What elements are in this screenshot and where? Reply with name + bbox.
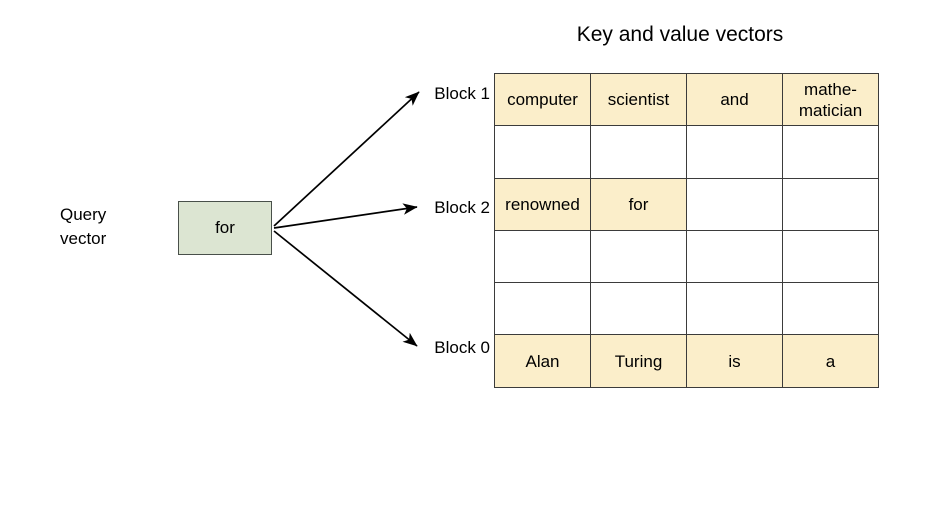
query-vector-box[interactable]: for bbox=[178, 201, 272, 255]
query-vector-value: for bbox=[215, 218, 235, 237]
table-cell[interactable]: scientist bbox=[590, 72, 687, 127]
table-cell[interactable]: computer bbox=[494, 72, 591, 127]
table-cell[interactable]: a bbox=[782, 334, 879, 388]
table-cell[interactable]: mathe-matician bbox=[782, 72, 879, 127]
table-cell[interactable] bbox=[782, 125, 879, 179]
table-cell[interactable] bbox=[590, 125, 687, 179]
table-cell[interactable] bbox=[686, 125, 783, 179]
table-cell-text: a bbox=[825, 351, 836, 371]
table-cell[interactable] bbox=[782, 177, 879, 231]
table-cell-text: renowned bbox=[505, 194, 580, 214]
page-title: Key and value vectors bbox=[576, 23, 784, 46]
table-cell[interactable]: renowned bbox=[494, 177, 591, 231]
table-row bbox=[494, 229, 879, 284]
block-label-block-0: Block 0 bbox=[434, 338, 490, 357]
table-cell-text: computer bbox=[507, 90, 578, 110]
table-cell[interactable] bbox=[494, 125, 591, 179]
query-vector-label-line-1: Query bbox=[60, 205, 107, 224]
block-label-block-1: Block 1 bbox=[434, 84, 490, 103]
table-row bbox=[494, 282, 879, 336]
table-cell[interactable] bbox=[590, 282, 687, 336]
arrow-to-block-2 bbox=[273, 203, 418, 229]
table-cell-text: and bbox=[720, 90, 749, 110]
table-cell-text: for bbox=[628, 194, 649, 214]
table-cell[interactable] bbox=[494, 229, 591, 284]
arrow-to-block-1 bbox=[273, 91, 420, 227]
table-cell[interactable] bbox=[494, 282, 591, 336]
table-row: computer scientist and mathe-matician bbox=[494, 72, 879, 127]
table-cell[interactable] bbox=[686, 282, 783, 336]
table-cell[interactable] bbox=[686, 177, 783, 231]
key-value-vectors-table: computer scientist and mathe-matician renown… bbox=[494, 72, 879, 388]
arrow-to-block-0 bbox=[273, 230, 418, 347]
table-cell-text: Turing bbox=[614, 351, 663, 371]
table-cell[interactable] bbox=[590, 229, 687, 284]
table-row: renowned for bbox=[494, 177, 879, 231]
table-cell-line: matician bbox=[798, 100, 863, 120]
query-vector-label-line-2: vector bbox=[60, 229, 107, 248]
table-cell-line: mathe- bbox=[804, 79, 857, 99]
table-cell[interactable]: for bbox=[590, 177, 687, 231]
table-cell-text: scientist bbox=[607, 90, 670, 110]
table-row bbox=[494, 125, 879, 179]
table-row: Alan Turing is a bbox=[494, 334, 879, 388]
query-vector-label: Query vector bbox=[60, 203, 173, 251]
table-cell[interactable] bbox=[782, 282, 879, 336]
table-cell[interactable] bbox=[782, 229, 879, 284]
block-label-block-2: Block 2 bbox=[434, 198, 490, 217]
table-cell[interactable] bbox=[686, 229, 783, 284]
table-cell-text: is bbox=[728, 351, 741, 371]
table-cell[interactable]: Turing bbox=[590, 334, 687, 388]
table-cell[interactable]: is bbox=[686, 334, 783, 388]
table-cell[interactable]: and bbox=[686, 72, 783, 127]
kv-table-body: computer scientist and mathe-matician renown… bbox=[494, 72, 879, 388]
table-cell-text: Alan bbox=[525, 351, 560, 371]
table-cell[interactable]: Alan bbox=[494, 334, 591, 388]
